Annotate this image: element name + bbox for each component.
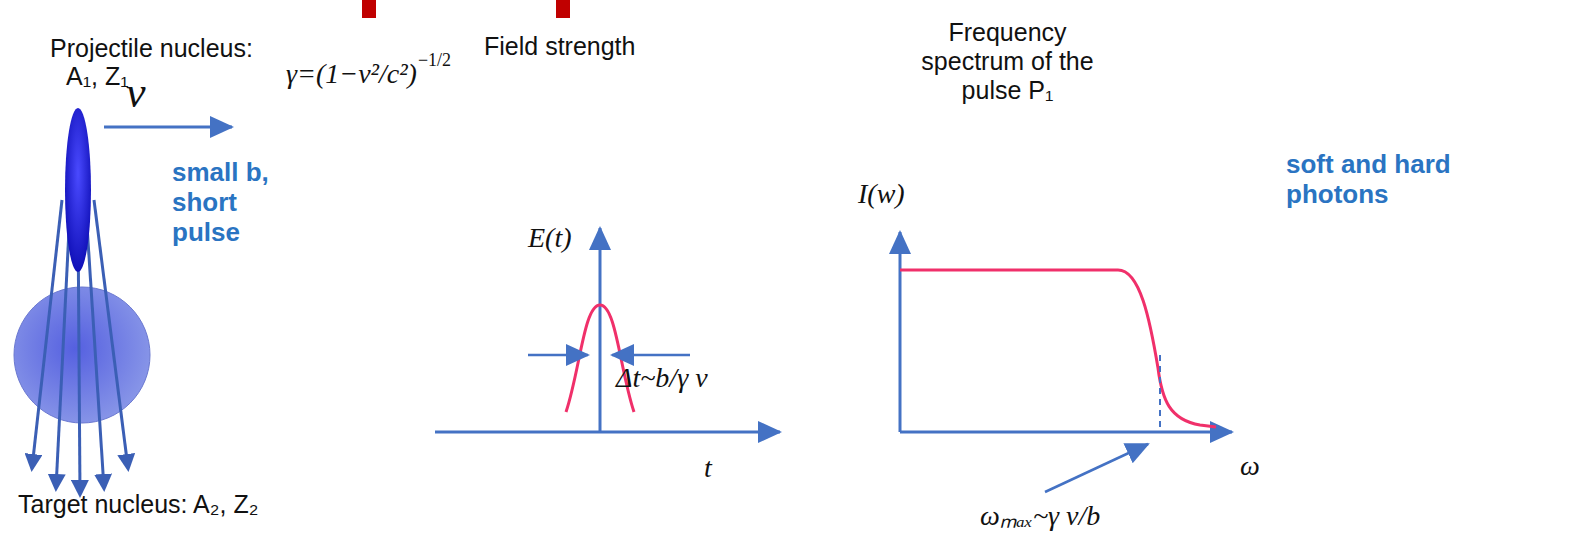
width-arrow [528, 354, 588, 357]
chart-title: Field strength [484, 32, 635, 61]
axis-label: I(w) [858, 178, 905, 210]
formula-exponent: −1/2 [418, 50, 451, 71]
target-nucleus [14, 287, 150, 423]
axis-label: E(t) [528, 222, 572, 254]
formula: ωₘₐₓ~γ v/b [980, 500, 1100, 532]
axis [435, 431, 780, 434]
axis [599, 228, 602, 432]
axis [900, 431, 1232, 434]
projectile-nucleus [65, 108, 91, 272]
chart-title: Frequency spectrum of the pulse P₁ [900, 18, 1115, 104]
velocity-arrow [104, 126, 232, 129]
spectrum-curve [900, 270, 1216, 427]
note: soft and hard photons [1286, 150, 1486, 210]
note: small b, short pulse [172, 158, 300, 248]
axis-label: t [704, 452, 712, 484]
red-bar [556, 0, 570, 18]
dimension: Δt~b/γ v [616, 362, 708, 394]
axis [899, 232, 902, 432]
formula: γ=(1−v²/c²) [286, 58, 417, 90]
part-name: Target nucleus: A₂, Z₂ [18, 490, 258, 519]
pointer-arrow [1045, 444, 1148, 492]
pulse-curve [566, 305, 634, 412]
symbol-label: A₁, Z₁ [66, 62, 129, 91]
cutoff-line [1159, 355, 1161, 432]
red-bar [362, 0, 376, 18]
width-arrow [612, 354, 690, 357]
axis-label: ω [1240, 450, 1260, 482]
part-name: Projectile nucleus: [50, 34, 253, 63]
velocity-label: v [126, 68, 146, 119]
